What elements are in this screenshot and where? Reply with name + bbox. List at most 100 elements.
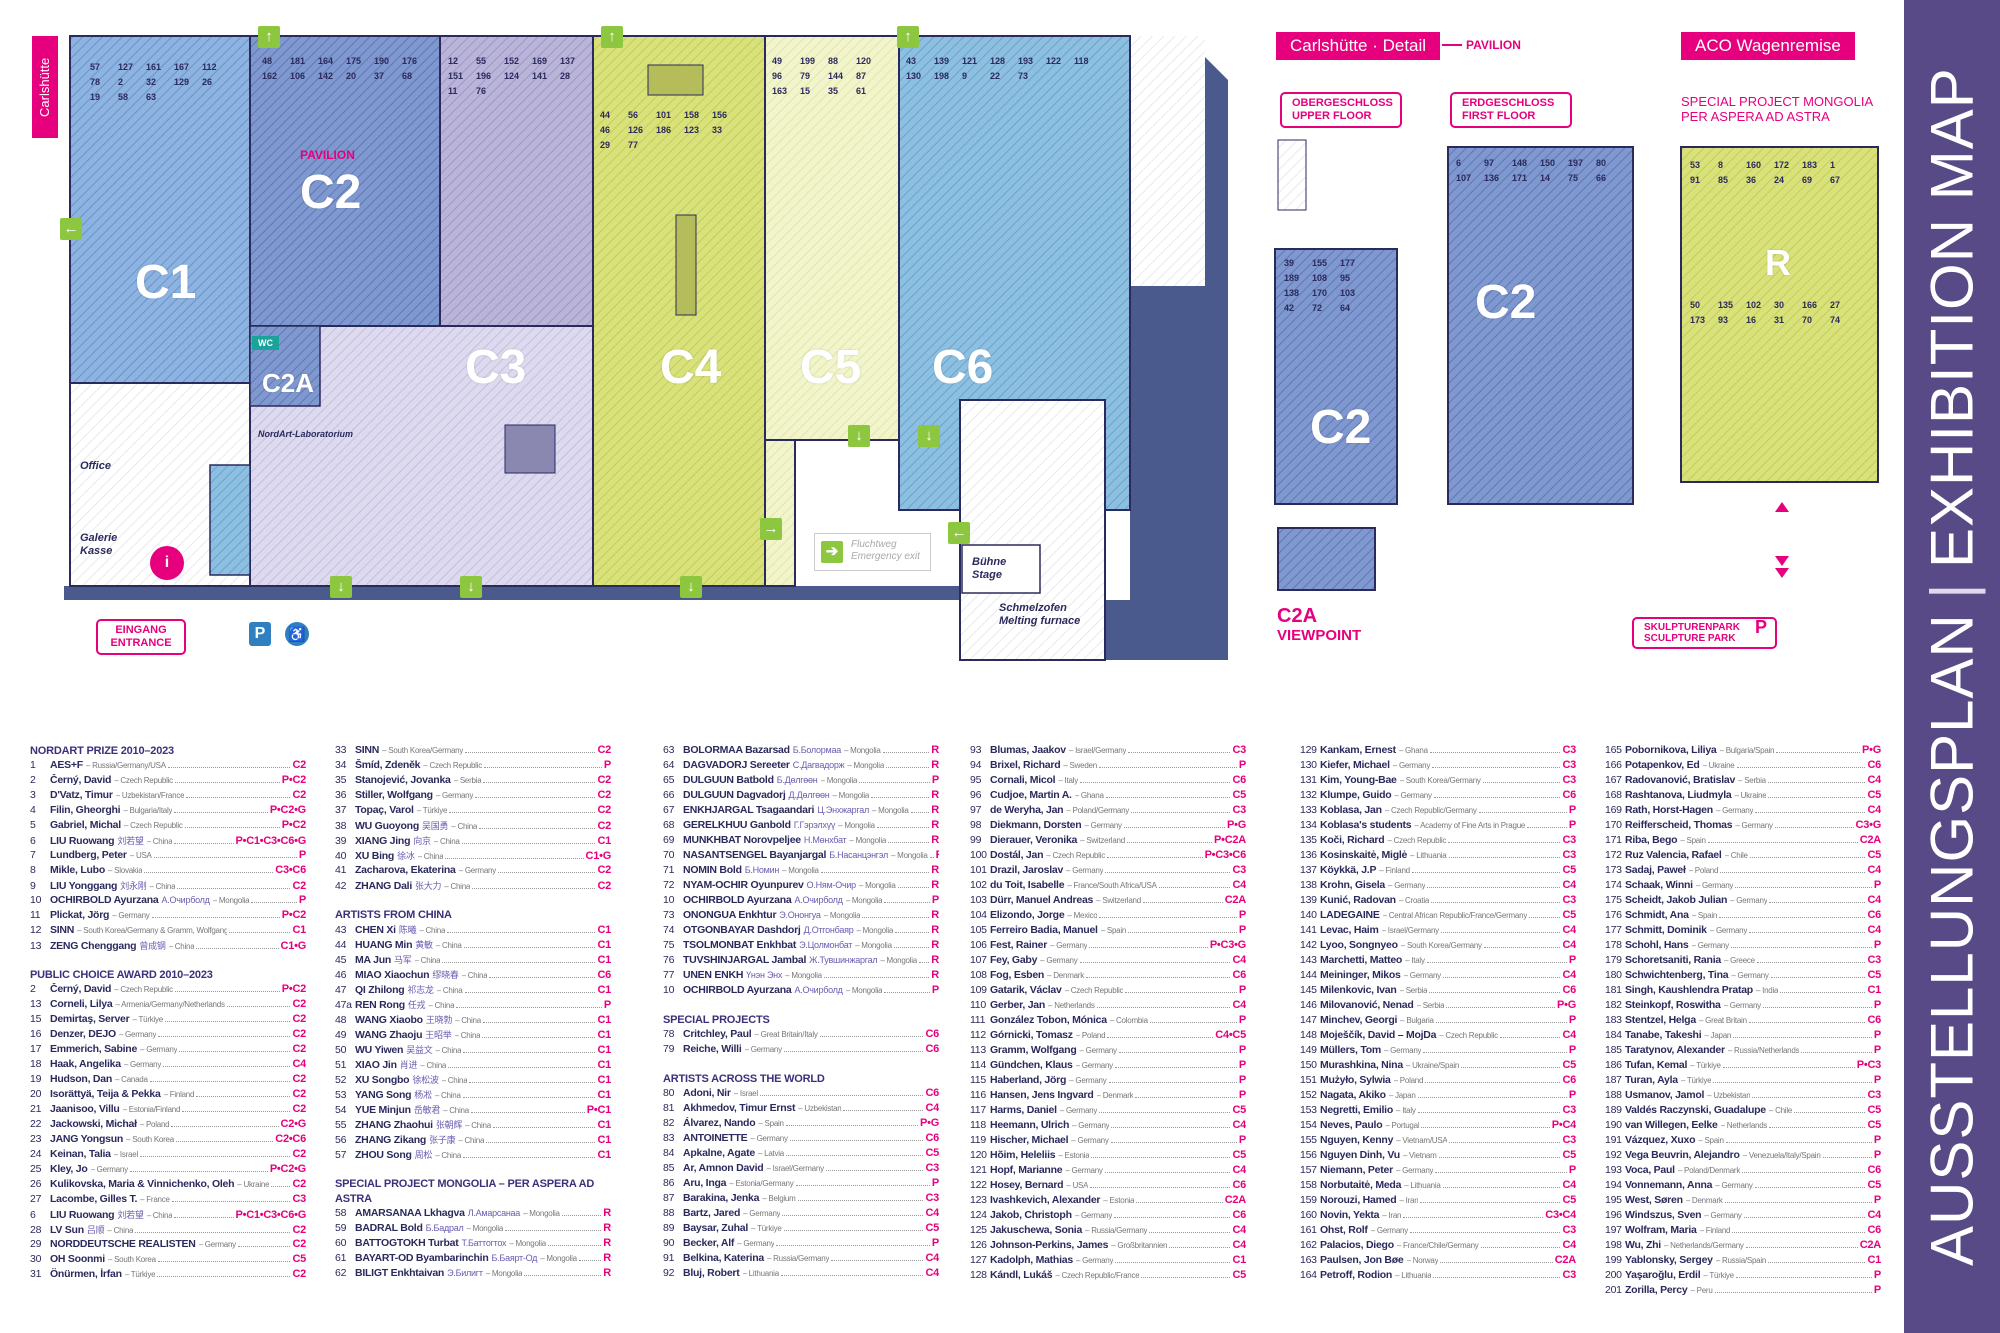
- artist-number: 16: [30, 1028, 42, 1040]
- artist-location: C6: [925, 1087, 939, 1099]
- artist-country: – Mongolia: [845, 896, 883, 905]
- section-heading: SPECIAL PROJECTS: [663, 1014, 770, 1026]
- artist-name: Vega Beuvrin, Alejandro: [1625, 1149, 1740, 1161]
- artist-number: 198: [1605, 1239, 1622, 1251]
- artist-country: – Germany: [1066, 866, 1104, 875]
- artist-number: 172: [1605, 849, 1622, 861]
- artist-native-name: 徐松波: [412, 1075, 439, 1085]
- artist-location: C2: [292, 998, 306, 1010]
- artist-name: Emmerich, Sabine: [50, 1043, 138, 1055]
- location-number: 37: [374, 71, 385, 81]
- artist-native-name: 吴益文: [406, 1045, 433, 1055]
- leader-dots: [1131, 805, 1231, 813]
- leader-dots: [1423, 1045, 1567, 1053]
- artist-number: 47a: [335, 999, 352, 1011]
- artist-location: C4: [1232, 1164, 1246, 1176]
- location-number: 197: [1568, 158, 1584, 168]
- artist-name: NYAM-OCHIR Oyunpurev: [683, 879, 804, 891]
- artist-number: 99: [970, 834, 982, 846]
- artist-location: C1: [597, 1029, 611, 1041]
- leader-dots: [1461, 1060, 1561, 1068]
- artist-country: – Poland: [1393, 1076, 1424, 1085]
- artist-location: P: [1568, 804, 1576, 816]
- leader-dots: [186, 790, 291, 798]
- artist-native-name: 徐冰: [397, 851, 415, 861]
- artist-name: Isorättyä, Teija & Pekka: [50, 1088, 161, 1100]
- artist-name: Plickat, Jörg: [50, 909, 110, 921]
- artist-number: 168: [1605, 789, 1622, 801]
- exit-icon: ↓: [848, 425, 870, 447]
- artist-name: DAGVADORJ Sereeter: [683, 759, 790, 771]
- leader-dots: [1410, 1225, 1561, 1233]
- artist-location: C4: [1562, 1029, 1576, 1041]
- artist-location: C5: [925, 1222, 939, 1234]
- artist-native-name: Б.Номин: [744, 865, 780, 875]
- artist-country: – Great Britain: [1698, 1016, 1747, 1025]
- artist-number: 104: [970, 909, 987, 921]
- artist-number: 147: [1300, 1014, 1317, 1026]
- artist-name: Riba, Bego: [1625, 834, 1678, 846]
- location-number: 142: [318, 71, 334, 81]
- location-number: 138: [1284, 288, 1300, 298]
- artist-country: – China: [435, 1046, 462, 1055]
- location-number: 72: [1312, 303, 1323, 313]
- artist-country: – Israel: [113, 1150, 138, 1159]
- artist-number: 184: [1605, 1029, 1622, 1041]
- artist-country: – Mongolia: [782, 866, 819, 875]
- artist-location: P: [603, 759, 611, 771]
- leader-dots: [149, 1074, 291, 1082]
- artist-name: Belkina, Katerina: [683, 1252, 764, 1264]
- location-number: 15: [800, 86, 811, 96]
- artist-location: C5: [1867, 1179, 1881, 1191]
- leader-dots: [1749, 925, 1866, 933]
- artist-name: Valdés Raczynski, Guadalupe: [1625, 1104, 1766, 1116]
- artist-number: 153: [1300, 1104, 1317, 1116]
- title-sidebar: AUSSTELLUNGSPLAN|EXHIBITION MAP: [1904, 0, 2000, 1333]
- artist-name: Kunić, Radovan: [1320, 894, 1396, 906]
- location-number: 144: [828, 71, 844, 81]
- leader-dots: [783, 1044, 924, 1052]
- hall-label-c1: C1: [135, 256, 197, 309]
- artist-country: – Mongolia: [871, 806, 909, 815]
- artist-location: C5: [1232, 1149, 1246, 1161]
- location-number: 27: [1830, 300, 1841, 310]
- artist-country: – Uzbekistan: [798, 1104, 842, 1113]
- leader-dots: [144, 865, 274, 873]
- artist-country: – Czech Republic: [1046, 851, 1105, 860]
- artist-location: P: [1568, 1044, 1576, 1056]
- artist-name: Hosey, Bernard: [990, 1179, 1064, 1191]
- parking-icon: P: [249, 622, 271, 646]
- artist-location: C6: [1232, 774, 1246, 786]
- artist-name: Yaşaroğlu, Erdil: [1625, 1269, 1701, 1281]
- leader-dots: [464, 985, 596, 993]
- artist-number: 171: [1605, 834, 1622, 846]
- location-number: 118: [1074, 56, 1089, 66]
- artist-name: OH Soonmi: [50, 1253, 105, 1265]
- artist-location: C1: [597, 1149, 611, 1161]
- artist-country: – Türkiye: [132, 1015, 163, 1024]
- artist-country: – Mongolia: [890, 851, 928, 860]
- artist-number: 131: [1300, 774, 1317, 786]
- leader-dots: [1091, 1150, 1231, 1158]
- location-number: 190: [374, 56, 390, 66]
- artist-name: Radovanović, Bratislav: [1625, 774, 1736, 786]
- leader-dots: [174, 775, 280, 783]
- artist-name: Cornali, Micol: [990, 774, 1056, 786]
